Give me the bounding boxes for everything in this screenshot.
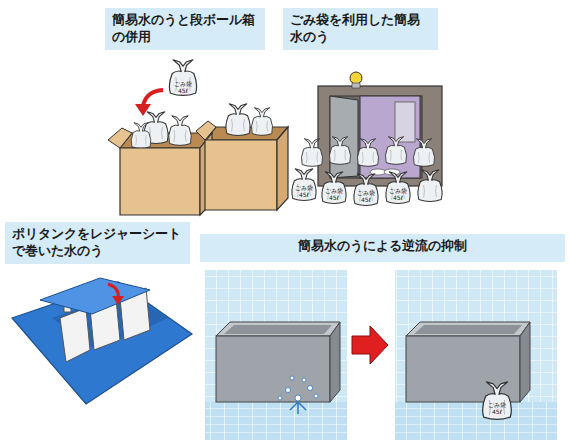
heading-box: ポリタンクをレジャーシートで巻いた水のう [5,222,190,264]
result-arrow [352,326,388,364]
heading-text: ポリタンクをレジャーシートで巻いた水のう [12,225,183,259]
drop-arrow-head [135,104,151,116]
heading-box: ごみ袋を利用した簡易水のう [283,8,438,50]
polytank-sheet [12,278,192,404]
drop-arrow [143,90,163,106]
doorway-scene [292,72,442,205]
bag-label: ごみ袋 45ℓ [354,189,378,203]
garbage-bag [169,60,196,96]
heading-text: ごみ袋を利用した簡易水のう [290,11,431,45]
heading-box: 簡易水のうと段ボール箱の併用 [105,8,265,50]
bathtub-panel-left [205,270,347,440]
heading-text: 簡易水のうと段ボール箱の併用 [112,11,258,45]
bag-label: ごみ袋 45ℓ [292,184,316,198]
heading-box: 簡易水のうによる逆流の抑制 [200,234,565,262]
bag-label: ごみ袋 45ℓ [386,187,410,201]
bag-label: ごみ袋 45ℓ [322,187,346,201]
bag-label: ごみ袋 45ℓ [171,80,195,94]
cardboard-boxes [108,104,288,215]
bathtub-panel-right [395,270,557,440]
bag-label: ごみ袋 45ℓ [485,401,509,415]
heading-text: 簡易水のうによる逆流の抑制 [207,237,558,254]
